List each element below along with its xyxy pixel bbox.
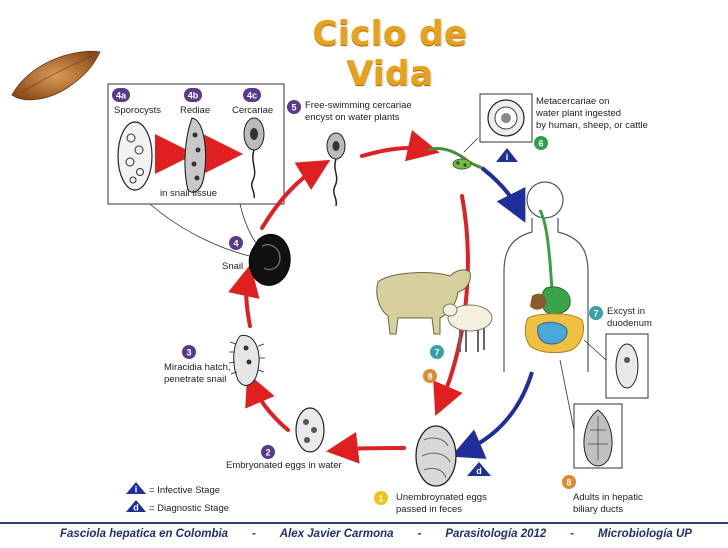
label-3-line2: penetrate snail bbox=[164, 374, 226, 385]
rediae-icon bbox=[184, 117, 207, 193]
label-7-line2: duodenum bbox=[607, 318, 652, 329]
svg-text:d: d bbox=[133, 503, 139, 513]
svg-text:d: d bbox=[476, 466, 482, 476]
badge-4c: 4c bbox=[243, 88, 261, 102]
svg-text:3: 3 bbox=[186, 348, 191, 358]
badge-5: 5 bbox=[287, 100, 301, 114]
badge-2: 2 bbox=[261, 445, 275, 459]
svg-text:i: i bbox=[135, 485, 138, 495]
label-8-line2: biliary ducts bbox=[573, 504, 623, 515]
cercaria-icon bbox=[243, 117, 265, 199]
footer-separator: - bbox=[570, 528, 575, 540]
label-6-line1: Metacercariae on bbox=[536, 96, 609, 107]
label-6-line3: by human, sheep, or cattle bbox=[536, 120, 648, 131]
human-body-icon bbox=[503, 181, 589, 372]
label-1-line2: passed in feces bbox=[396, 504, 462, 515]
label-5-line2: encyst on water plants bbox=[305, 112, 400, 123]
page-title: Ciclo de Vida bbox=[312, 14, 468, 94]
arrow-1-to-2 bbox=[326, 431, 406, 464]
footer-separator: - bbox=[252, 528, 256, 540]
footer-bar: Fasciola hepatica en Colombia - Alex Jav… bbox=[0, 522, 728, 548]
arrow-5-to-6 bbox=[360, 130, 440, 162]
label-1-line1: Unembroynated eggs bbox=[396, 492, 487, 503]
badge-8-human: 8 bbox=[562, 475, 576, 489]
footer-text: Fasciola hepatica en Colombia - Alex Jav… bbox=[60, 528, 692, 540]
svg-text:2: 2 bbox=[265, 448, 270, 458]
arrow-4-to-5 bbox=[260, 159, 331, 230]
svg-text:7: 7 bbox=[593, 309, 598, 319]
arrow-animals-to-eggs bbox=[433, 194, 470, 417]
label-8-line1: Adults in hepatic bbox=[573, 492, 643, 503]
legend: i = Infective Stage d = Diagnostic Stage bbox=[126, 482, 229, 514]
embryonated-egg-icon bbox=[295, 407, 325, 453]
arrow-ingestion bbox=[480, 166, 526, 223]
arrow-2-to-3 bbox=[245, 372, 290, 432]
badge-1: 1 bbox=[374, 491, 388, 505]
badge-3: 3 bbox=[182, 345, 196, 359]
footer-subject: Parasitología 2012 bbox=[445, 528, 547, 540]
unembryonated-egg-icon bbox=[415, 425, 457, 487]
human-arrows bbox=[450, 166, 534, 459]
badge-6: 6 bbox=[534, 136, 548, 150]
sheep-icon bbox=[442, 303, 493, 352]
svg-text:6: 6 bbox=[538, 139, 543, 149]
footer-course: Fasciola hepatica en Colombia bbox=[60, 528, 229, 540]
diagnostic-marker-icon: d bbox=[467, 462, 491, 476]
label-3-line1: Miracidia hatch, bbox=[164, 362, 231, 373]
label-cercariae: Cercariae bbox=[232, 105, 273, 116]
excyst-inset bbox=[583, 333, 649, 399]
badge-4a: 4a bbox=[112, 88, 130, 102]
free-cercaria-icon bbox=[326, 132, 346, 207]
footer-institution: Microbiología UP bbox=[598, 528, 692, 540]
svg-text:8: 8 bbox=[427, 372, 432, 382]
svg-text:4c: 4c bbox=[247, 91, 257, 101]
label-2: Embryonated eggs in water bbox=[226, 460, 342, 471]
svg-text:5: 5 bbox=[291, 103, 296, 113]
label-sporocysts: Sporocysts bbox=[114, 105, 161, 116]
svg-text:7: 7 bbox=[434, 348, 439, 358]
badge-7-human: 7 bbox=[589, 306, 603, 320]
label-5-line1: Free-swimming cercariae bbox=[305, 100, 412, 111]
sporocyst-icon bbox=[117, 121, 153, 191]
infective-marker-icon: i bbox=[496, 148, 518, 162]
legend-diagnostic: d = Diagnostic Stage bbox=[126, 500, 229, 514]
footer-author: Alex Javier Carmona bbox=[279, 528, 394, 540]
water-plant-icon bbox=[427, 146, 483, 170]
fluke-decoration-icon bbox=[11, 50, 101, 101]
legend-infective: i = Infective Stage bbox=[126, 482, 220, 496]
label-7-line1: Excyst in bbox=[607, 306, 645, 317]
label-snail: Snail bbox=[222, 261, 243, 272]
svg-text:= Diagnostic Stage: = Diagnostic Stage bbox=[149, 503, 229, 514]
svg-text:8: 8 bbox=[566, 478, 571, 488]
badge-7-animals: 7 bbox=[430, 345, 444, 359]
miracidium-icon bbox=[228, 334, 265, 386]
arrow-human-to-eggs bbox=[450, 371, 534, 459]
label-snail-tissue: in snail tissue bbox=[160, 188, 217, 199]
cow-icon bbox=[376, 269, 471, 335]
svg-text:= Infective Stage: = Infective Stage bbox=[149, 485, 220, 496]
adult-fluke-inset bbox=[559, 359, 623, 469]
footer-separator: - bbox=[417, 528, 422, 540]
arrow-3-to-4 bbox=[228, 264, 260, 328]
cycle-arrows bbox=[155, 130, 470, 464]
svg-text:4b: 4b bbox=[188, 91, 199, 101]
badge-4b: 4b bbox=[184, 88, 202, 102]
metacercaria-inset bbox=[463, 93, 533, 153]
badge-8-animals: 8 bbox=[423, 369, 437, 383]
badge-4: 4 bbox=[229, 236, 243, 250]
svg-text:1: 1 bbox=[378, 494, 383, 504]
label-6-line2: water plant ingested bbox=[535, 108, 621, 119]
box-connectors bbox=[149, 203, 263, 259]
svg-text:4a: 4a bbox=[116, 91, 127, 101]
svg-text:i: i bbox=[506, 152, 509, 162]
label-rediae: Rediae bbox=[180, 105, 210, 116]
snail-icon bbox=[248, 234, 291, 286]
svg-text:4: 4 bbox=[233, 239, 238, 249]
